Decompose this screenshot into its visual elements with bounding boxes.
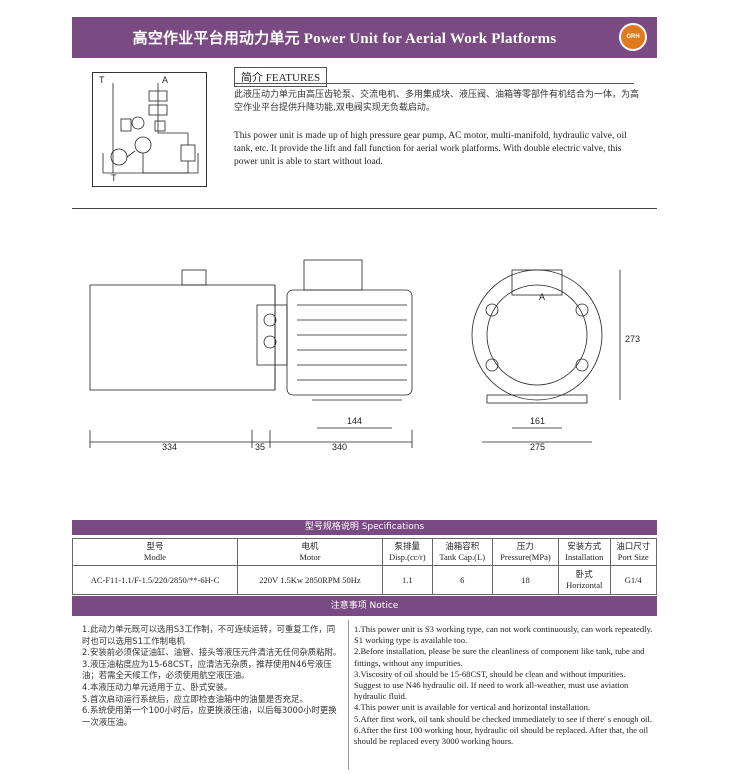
features-divider [234, 83, 634, 84]
cell-disp: 1.1 [382, 565, 433, 595]
notice-cn-2: 2.安装前必须保证油缸、油管、接头等液压元件清洁无任何杂质粘附。 [82, 647, 342, 658]
page-title: 高空作业平台用动力单元 Power Unit for Aerial Work P… [132, 31, 557, 47]
schematic-t-top: T [99, 75, 105, 85]
features-heading: 简介 FEATURES [234, 67, 328, 87]
notice-divider [348, 620, 349, 770]
cell-pressure: 18 [491, 565, 560, 595]
dim-334: 334 [162, 442, 177, 452]
notice-list-cn: 1.此动力单元既可以选用S3工作制，不可连续运转，可重复工作，同时也可以选用S1… [82, 624, 342, 728]
dim-273: 273 [625, 334, 640, 344]
header-banner: 高空作业平台用动力单元 Power Unit for Aerial Work P… [72, 17, 657, 58]
schematic-a-label: A [162, 75, 168, 85]
section-divider [72, 208, 657, 209]
features-text-en: This power unit is made up of high press… [234, 131, 627, 167]
dim-275: 275 [530, 442, 545, 452]
dim-340: 340 [332, 442, 347, 452]
notice-list-en: 1.This power unit is S3 working type, ca… [354, 624, 654, 747]
table-row: AC-F11-1.1/F-1.5/220/2850/**-6H-C 220V 1… [72, 565, 657, 595]
features-text-cn: 此液压动力单元由高压齿轮泵、交流电机、多用集成块、液压阀、油箱等零部件有机结合为… [234, 90, 640, 113]
technical-drawing: 334 35 340 144 161 275 273 A [72, 250, 657, 460]
cell-motor: 220V 1.5Kw 2850RPM 50Hz [237, 565, 383, 595]
schematic-t-bottom: T [111, 173, 117, 183]
cell-port: G1/4 [609, 565, 657, 595]
notice-cn-1: 1.此动力单元既可以选用S3工作制，不可连续运转，可重复工作，同时也可以选用S1… [82, 624, 336, 646]
port-a-label: A [539, 292, 545, 302]
notice-en-6: 6.After the first 100 working hour, hydr… [354, 724, 649, 747]
notice-en-3: 3.Viscosity of oil should be 15-68CST, s… [354, 668, 629, 702]
notice-en-1: 1.This power unit is S3 working type, ca… [354, 624, 653, 646]
notice-cn-5: 5.首次启动运行系统后，应立即检查油箱中的油量是否充足。 [82, 693, 308, 704]
notice-header: 注意事项 Notice [72, 596, 657, 616]
dim-35: 35 [255, 442, 265, 452]
notice-cn-4: 4.本液压动力单元适用于立、卧式安装。 [82, 681, 233, 692]
dimension-drawing: 334 35 340 144 161 275 273 A [89, 259, 640, 452]
notice-en-4: 4.This power unit is available for verti… [354, 702, 591, 713]
notice-en-5: 5.After first work, oil tank should be c… [354, 713, 652, 724]
notice-cn-6: 6.系统使用第一个100小时后，应更换液压油，以后每3000小时更换一次液压油。 [82, 705, 337, 727]
logo-text: GRH [626, 34, 640, 40]
hydraulic-schematic: T A T [92, 72, 207, 187]
schematic-diagram: T A T [99, 75, 199, 183]
notice-cn-3: 3.液压油粘度应为15-68CST，应清洁无杂质，推荐使用N46号液压油；若需全… [82, 658, 332, 681]
notice-en-2: 2.Before installation, please be sure th… [354, 646, 645, 668]
cell-tank: 6 [431, 565, 493, 595]
dim-144: 144 [347, 416, 362, 426]
dim-161: 161 [530, 416, 545, 426]
specifications-header: 型号规格说明 Specifications [72, 520, 657, 535]
cell-model: AC-F11-1.1/F-1.5/220/2850/**-6H-C [72, 565, 238, 595]
brand-logo: GRH [619, 23, 647, 51]
